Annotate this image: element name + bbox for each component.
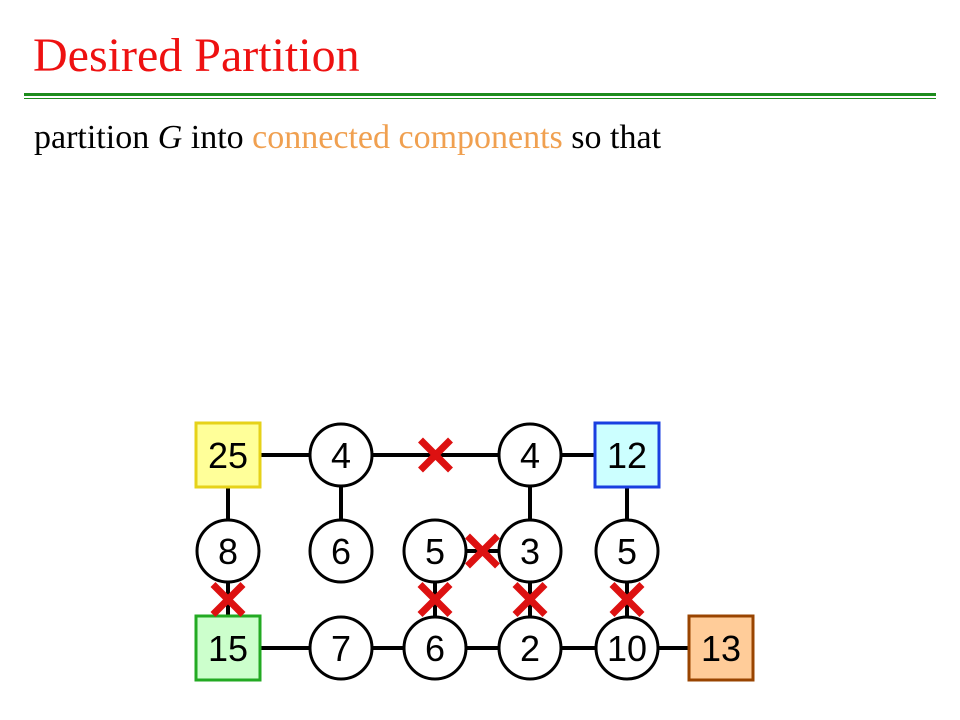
cut-mark-icon bbox=[512, 582, 548, 617]
cut-mark-icon bbox=[418, 437, 453, 473]
node-label: 5 bbox=[425, 531, 445, 572]
node-n2: 2 bbox=[497, 615, 563, 681]
node-n4b: 4 bbox=[497, 422, 563, 488]
node-label: 12 bbox=[607, 435, 647, 476]
cut-mark-icon bbox=[465, 533, 500, 569]
title-divider bbox=[24, 93, 936, 99]
node-n3: 3 bbox=[497, 518, 563, 584]
slide-subtitle: partition G into connected components so… bbox=[34, 118, 661, 159]
node-label: 8 bbox=[218, 531, 238, 572]
node-n5b: 5 bbox=[594, 518, 660, 584]
node-n8: 8 bbox=[195, 518, 261, 584]
node-n7: 7 bbox=[308, 615, 374, 681]
cut-mark-icon bbox=[210, 582, 246, 617]
node-label: 13 bbox=[701, 628, 741, 669]
subtitle-highlight: connected components bbox=[252, 119, 563, 156]
node-label: 10 bbox=[607, 628, 647, 669]
node-label: 6 bbox=[331, 531, 351, 572]
node-n6b: 6 bbox=[402, 615, 468, 681]
slide-title: Desired Partition bbox=[33, 29, 360, 82]
node-n25: 25 bbox=[194, 421, 262, 489]
cut-mark-icon bbox=[417, 582, 453, 617]
subtitle-graph-variable: G bbox=[157, 119, 183, 156]
node-n12: 12 bbox=[593, 421, 661, 489]
node-n13: 13 bbox=[687, 614, 755, 682]
subtitle-text-mid: into bbox=[182, 119, 253, 156]
node-label: 2 bbox=[520, 628, 540, 669]
subtitle-text-post: so that bbox=[562, 119, 662, 156]
node-n6a: 6 bbox=[308, 518, 374, 584]
subtitle-text-pre: partition bbox=[34, 119, 158, 156]
node-n4a: 4 bbox=[308, 422, 374, 488]
node-label: 3 bbox=[520, 531, 540, 572]
node-n10: 10 bbox=[594, 615, 660, 681]
node-label: 25 bbox=[208, 435, 248, 476]
cut-mark-icon bbox=[609, 582, 645, 617]
node-n5a: 5 bbox=[402, 518, 468, 584]
node-label: 6 bbox=[425, 628, 445, 669]
node-label: 4 bbox=[520, 435, 540, 476]
node-label: 4 bbox=[331, 435, 351, 476]
node-label: 7 bbox=[331, 628, 351, 669]
node-label: 15 bbox=[208, 628, 248, 669]
node-label: 5 bbox=[617, 531, 637, 572]
node-n15: 15 bbox=[194, 614, 262, 682]
